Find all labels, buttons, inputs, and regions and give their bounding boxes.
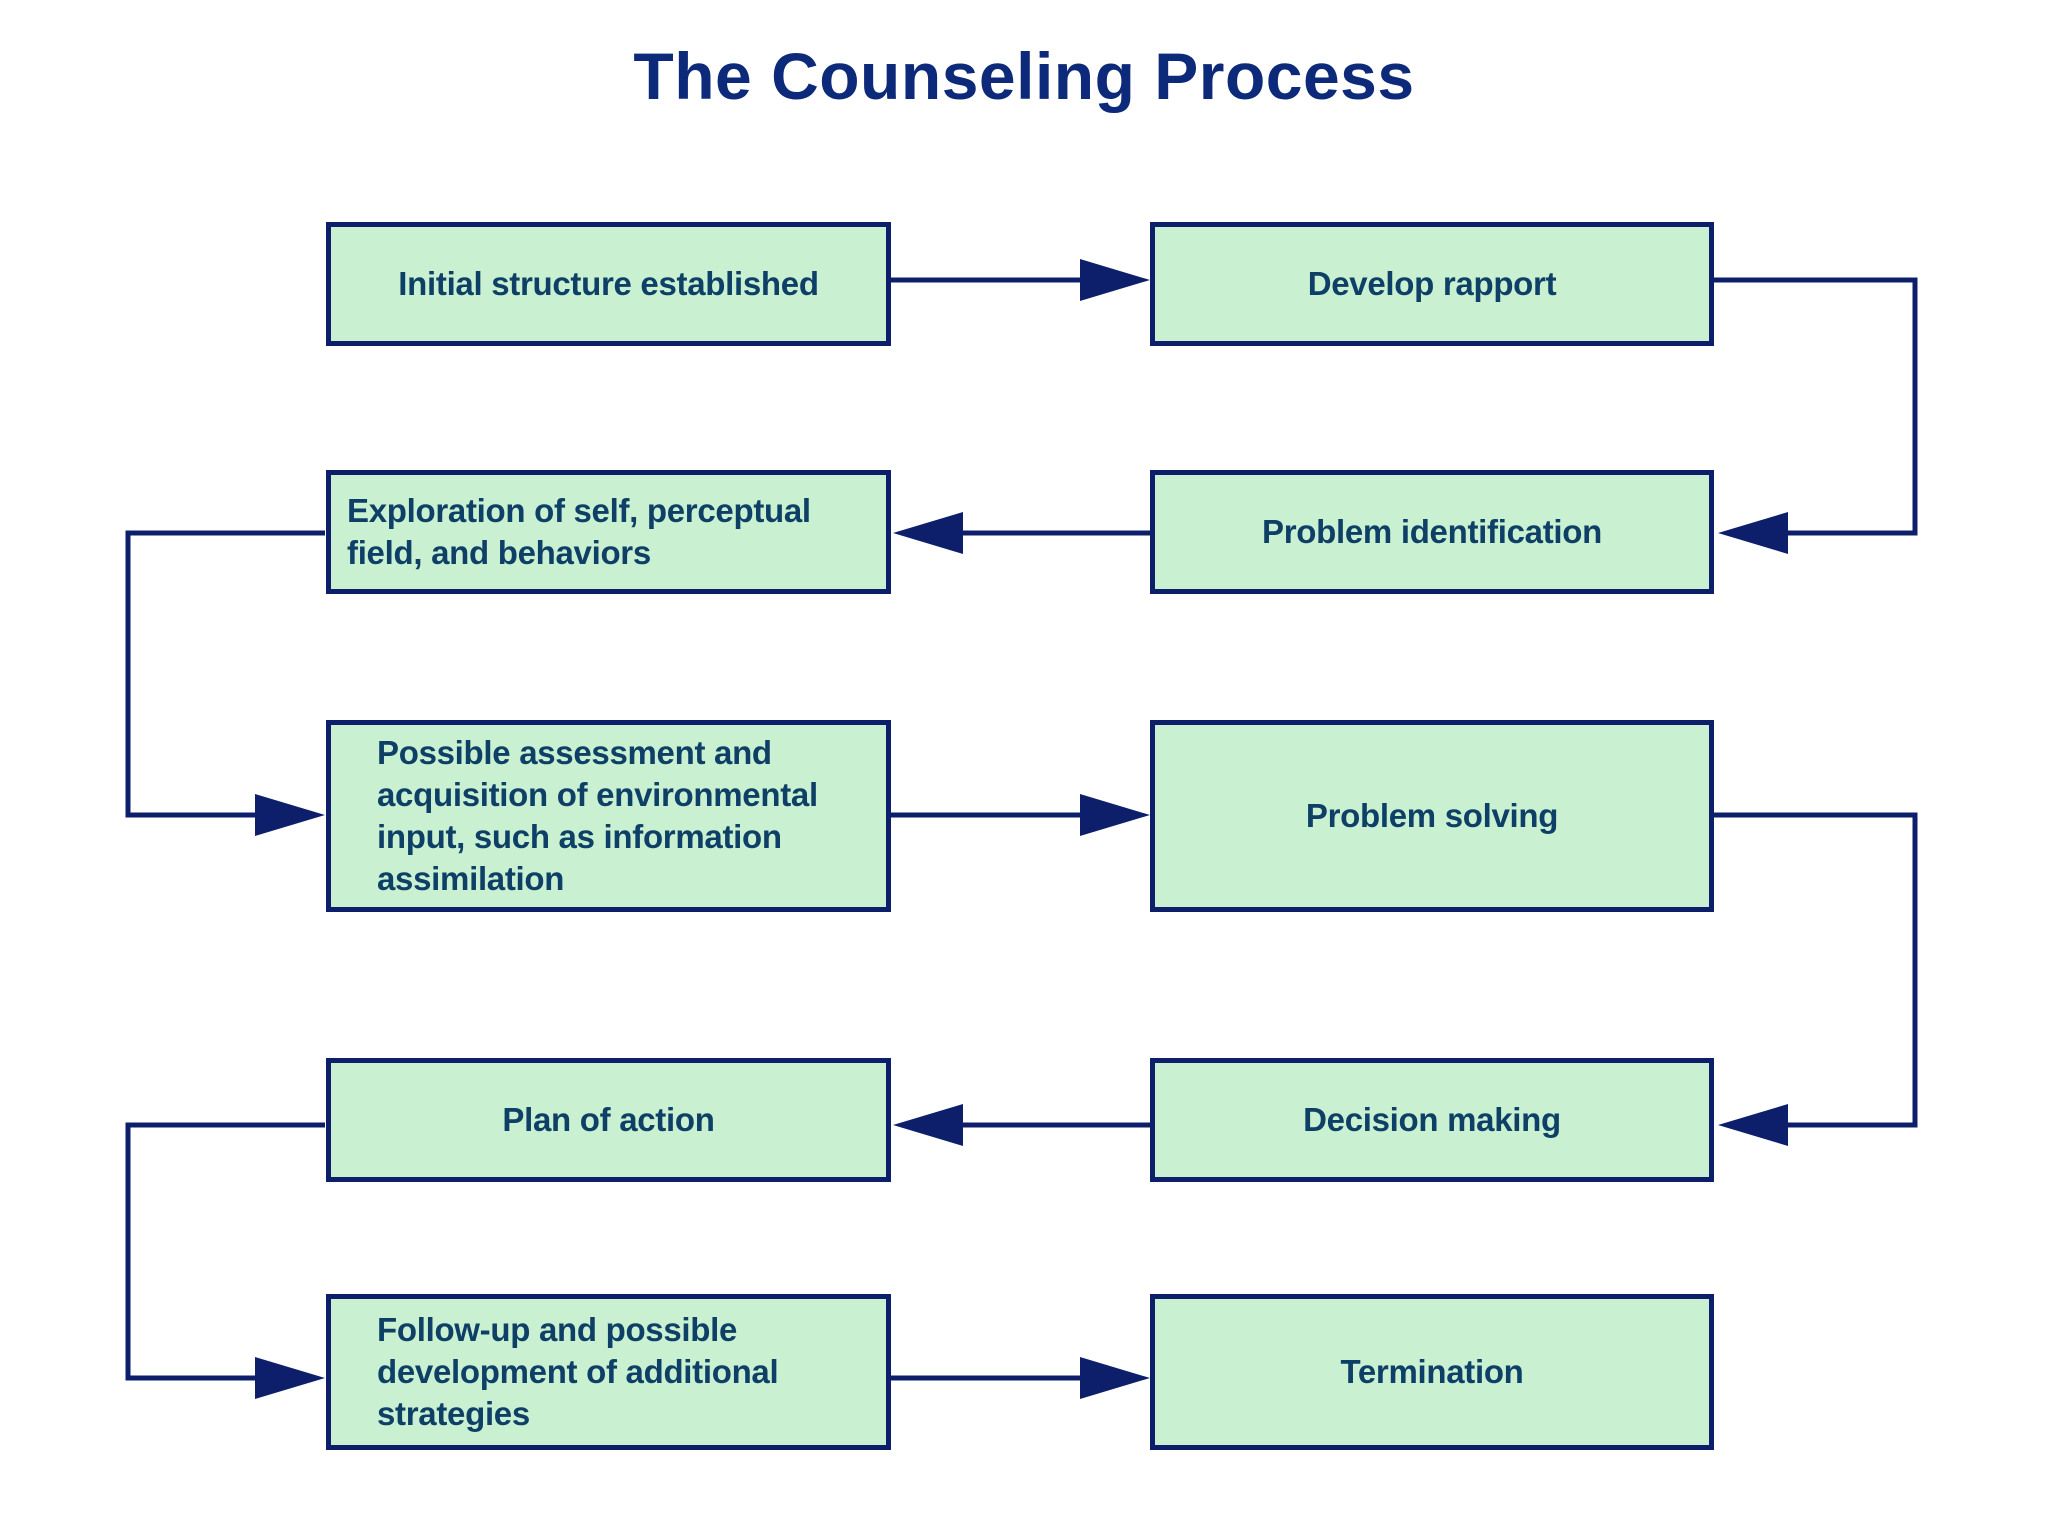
step-initial-structure: Initial structure established xyxy=(326,222,891,346)
step-problem-solving: Problem solving xyxy=(1150,720,1714,912)
step-label: Develop rapport xyxy=(1307,265,1557,302)
step-label: Problem identification xyxy=(1262,513,1602,550)
connector-s8-s9 xyxy=(125,1122,325,1399)
step-termination: Termination xyxy=(1150,1294,1714,1450)
step-label: Follow-up and possible development of ad… xyxy=(377,1311,779,1432)
step-decision-making: Decision making xyxy=(1150,1058,1714,1182)
connector-s7-s8 xyxy=(893,1104,1150,1146)
step-plan-of-action: Plan of action xyxy=(326,1058,891,1182)
step-problem-identification: Problem identification xyxy=(1150,470,1714,594)
step-label: Exploration of self, perceptual field, a… xyxy=(347,492,811,571)
connector-s9-s10 xyxy=(890,1357,1150,1399)
step-label: Possible assessment and acquisition of e… xyxy=(377,734,818,897)
step-label: Initial structure established xyxy=(398,265,819,302)
connector-s2-s3 xyxy=(1713,277,1918,554)
connector-s6-s7 xyxy=(1713,812,1918,1146)
step-label: Plan of action xyxy=(502,1101,715,1138)
connector-s1-s2 xyxy=(890,259,1150,301)
step-label: Problem solving xyxy=(1305,797,1559,834)
diagram-title: The Counseling Process xyxy=(633,39,1415,113)
step-follow-up: Follow-up and possible development of ad… xyxy=(326,1294,891,1450)
step-possible-assessment: Possible assessment and acquisition of e… xyxy=(326,720,891,912)
step-label: Termination xyxy=(1340,1353,1524,1390)
connector-s3-s4 xyxy=(893,512,1150,554)
step-develop-rapport: Develop rapport xyxy=(1150,222,1714,346)
step-label: Decision making xyxy=(1303,1101,1561,1138)
connector-s4-s5 xyxy=(125,530,325,836)
connector-s5-s6 xyxy=(890,794,1150,836)
step-exploration: Exploration of self, perceptual field, a… xyxy=(326,470,891,594)
